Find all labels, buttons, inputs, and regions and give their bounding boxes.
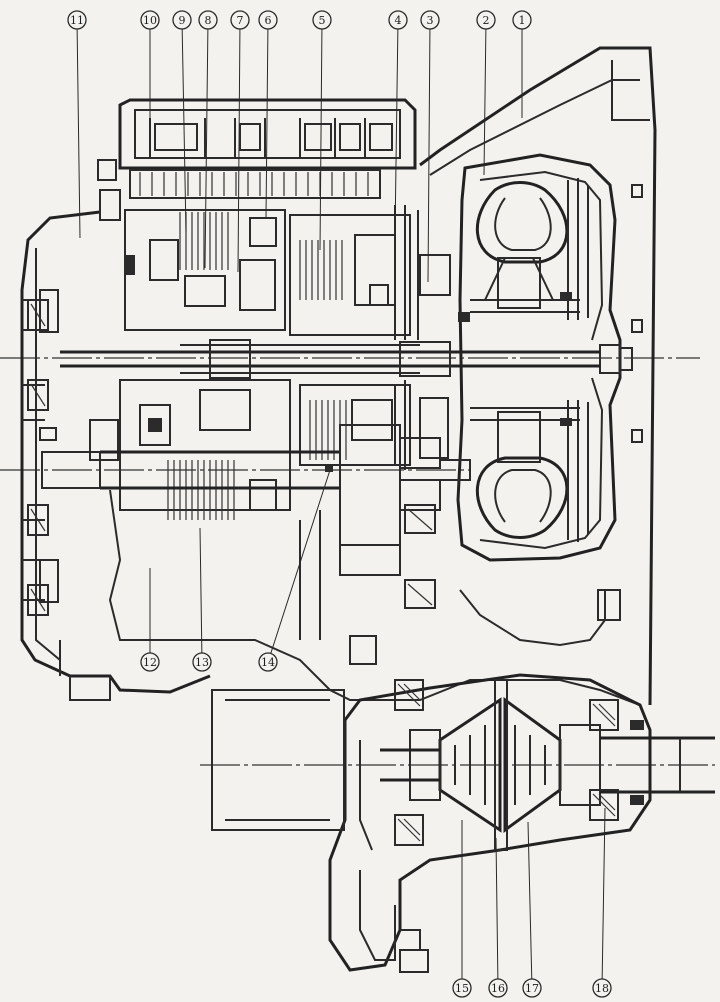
callout-14: 14 xyxy=(258,469,331,672)
callout-7: 7 xyxy=(230,10,250,273)
callout-12: 12 xyxy=(140,568,160,672)
callout-1: 1 xyxy=(512,10,532,118)
callout-number: 7 xyxy=(237,14,244,27)
transaxle-drawing xyxy=(0,46,715,973)
callout-leader-line xyxy=(199,527,203,654)
callout-circle xyxy=(522,978,542,998)
callout-circle xyxy=(388,10,408,30)
callout-8: 8 xyxy=(198,10,218,269)
callout-leader-line xyxy=(527,821,533,980)
callout-4: 4 xyxy=(388,10,408,236)
callout-number: 16 xyxy=(491,982,505,995)
callout-circle xyxy=(67,10,87,30)
callout-circle xyxy=(258,652,278,672)
callout-circle xyxy=(258,10,278,30)
callout-leader-line xyxy=(265,28,269,219)
callout-number: 18 xyxy=(595,982,609,995)
callout-circle xyxy=(230,10,250,30)
callout-16: 16 xyxy=(488,837,508,998)
callout-number: 5 xyxy=(319,14,326,27)
callout-leader-line xyxy=(76,28,81,239)
callout-circle xyxy=(592,978,612,998)
callout-number: 8 xyxy=(205,14,212,27)
callout-6: 6 xyxy=(258,10,278,219)
callout-number: 14 xyxy=(261,656,275,669)
callout-9: 9 xyxy=(172,10,192,233)
callout-circle xyxy=(512,10,532,30)
callout-leader-line xyxy=(237,28,241,273)
callout-number: 12 xyxy=(143,656,157,669)
callout-circle xyxy=(488,978,508,998)
callout-leader-line xyxy=(495,837,499,980)
callout-circle xyxy=(172,10,192,30)
callout-circle xyxy=(420,10,440,30)
callout-number: 17 xyxy=(525,982,539,995)
callout-2: 2 xyxy=(476,10,496,176)
callout-leader-line xyxy=(319,28,323,251)
callout-circle xyxy=(312,10,332,30)
callout-leader-line xyxy=(181,28,187,233)
callout-17: 17 xyxy=(522,821,542,998)
callout-labels: 11 10 9 8 7 6 5 4 3 2 1 12 13 14 15 16 17 18 xyxy=(67,10,612,998)
callout-number: 3 xyxy=(427,14,434,27)
callout-leader-line xyxy=(394,28,399,236)
callout-leader-line xyxy=(270,469,331,654)
callout-circle xyxy=(140,652,160,672)
callout-number: 4 xyxy=(395,14,402,27)
callout-number: 10 xyxy=(143,14,157,27)
callout-number: 6 xyxy=(265,14,272,27)
callout-number: 13 xyxy=(195,656,209,669)
callout-3: 3 xyxy=(420,10,440,283)
callout-number: 15 xyxy=(455,982,469,995)
callout-circle xyxy=(192,652,212,672)
callout-leader-line xyxy=(601,807,606,980)
callout-number: 2 xyxy=(483,14,490,27)
callout-10: 10 xyxy=(140,10,160,150)
callout-number: 9 xyxy=(179,14,186,27)
callout-5: 5 xyxy=(312,10,332,251)
callout-circle xyxy=(140,10,160,30)
callout-leader-line xyxy=(204,28,209,269)
callout-circle xyxy=(198,10,218,30)
callout-circle xyxy=(476,10,496,30)
callout-circle xyxy=(452,978,472,998)
callout-leader-line xyxy=(483,28,487,176)
callout-11: 11 xyxy=(67,10,87,239)
callout-13: 13 xyxy=(192,527,212,672)
callout-15: 15 xyxy=(452,820,472,998)
callout-18: 18 xyxy=(592,807,612,998)
callout-number: 11 xyxy=(70,14,84,27)
callout-number: 1 xyxy=(519,14,526,27)
callout-leader-line xyxy=(427,28,431,283)
